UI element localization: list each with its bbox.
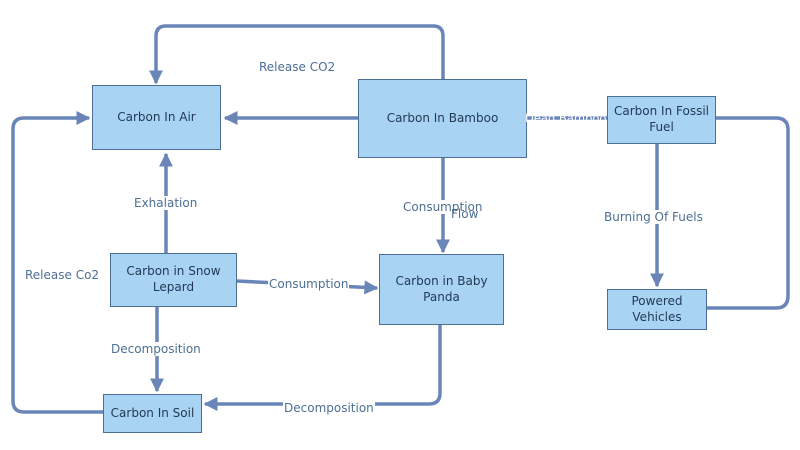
node-carbon-in-bamboo-label: Carbon In Bamboo	[386, 110, 499, 125]
edge-soil-to-air	[11, 111, 103, 414]
edge-label-consumption-lepard: Consumption	[268, 277, 350, 292]
node-carbon-in-fossil-fuel-label: Carbon In Fossil Fuel	[614, 104, 709, 134]
node-powered-vehicles: Powered Vehicles	[607, 289, 707, 330]
edge-label-release-co2-top: Release CO2	[259, 60, 336, 74]
node-powered-vehicles-label: Powered Vehicles	[631, 293, 683, 324]
node-carbon-in-baby-panda: Carbon in Baby Panda	[379, 254, 504, 325]
edge-panda-to-soil	[203, 325, 442, 411]
edge-label-exhalation: Exhalation	[133, 196, 199, 211]
node-carbon-in-bamboo: Carbon In Bamboo	[358, 79, 527, 158]
edge-label-flow: Flow	[451, 207, 479, 221]
edge-label-consumption-bamboo: Consumption	[402, 200, 484, 215]
node-carbon-in-soil-label: Carbon In Soil	[110, 405, 195, 420]
node-carbon-in-air-label: Carbon In Air	[117, 109, 196, 124]
node-carbon-in-fossil-fuel: Carbon In Fossil Fuel	[607, 96, 716, 144]
edge-vehicles-to-air	[223, 111, 790, 310]
node-carbon-in-soil: Carbon In Soil	[103, 394, 202, 433]
edge-bamboo-to-air-release	[149, 24, 445, 85]
edge-label-release-co2-left: Release Co2	[25, 268, 100, 282]
edge-label-decomposition-panda: Decomposition	[283, 401, 375, 416]
node-carbon-in-snow-lepard-label: Carbon in Snow Lepard	[126, 264, 221, 294]
edge-label-burning-of-fuels: Burning Of Fuels	[603, 210, 704, 225]
node-carbon-in-baby-panda-label: Carbon in Baby Panda	[395, 273, 488, 304]
node-carbon-in-air: Carbon In Air	[92, 85, 221, 150]
edge-label-decomposition-lepard: Decomposition	[110, 342, 202, 357]
node-carbon-in-snow-lepard: Carbon in Snow Lepard	[110, 253, 237, 307]
edge-label-dead-bamboo: Dead Bamboo	[525, 111, 607, 125]
